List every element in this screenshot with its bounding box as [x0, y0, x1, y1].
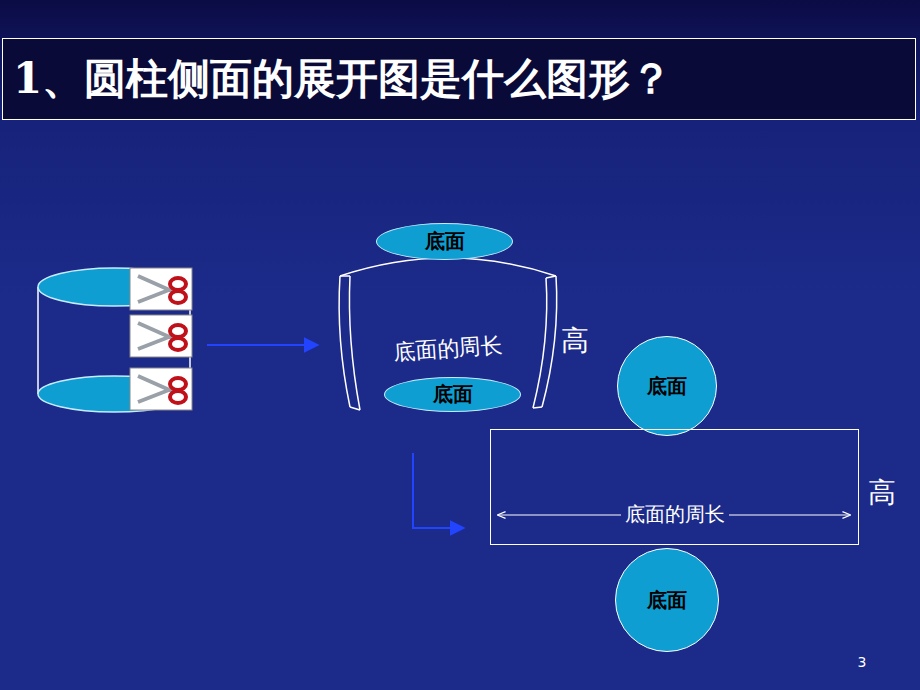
height-label: 高: [868, 474, 896, 512]
page-number: 3: [858, 654, 867, 670]
node-text: 底面: [647, 587, 687, 614]
base-ellipse: 底面: [384, 377, 521, 412]
arrow: [413, 453, 464, 528]
base-ellipse: 底面: [376, 223, 513, 260]
open-cylinder: [339, 258, 557, 410]
title: 1、圆柱侧面的展开图是什么图形？: [3, 51, 672, 107]
title-box: 1、圆柱侧面的展开图是什么图形？: [2, 38, 916, 120]
net-rectangle: 底面的周长: [490, 429, 859, 545]
node-text: 底面: [433, 381, 473, 408]
node-text: 底面: [647, 373, 687, 400]
base-circle: 底面: [615, 548, 719, 652]
node-text: 底面: [425, 228, 465, 255]
node-text: 底面的周长: [621, 501, 729, 528]
arc-length-label: 底面的周长: [392, 330, 504, 368]
arrow: [207, 344, 318, 346]
base-circle: 底面: [617, 336, 717, 436]
height-label: 高: [561, 322, 589, 360]
cylinder: [38, 268, 192, 412]
